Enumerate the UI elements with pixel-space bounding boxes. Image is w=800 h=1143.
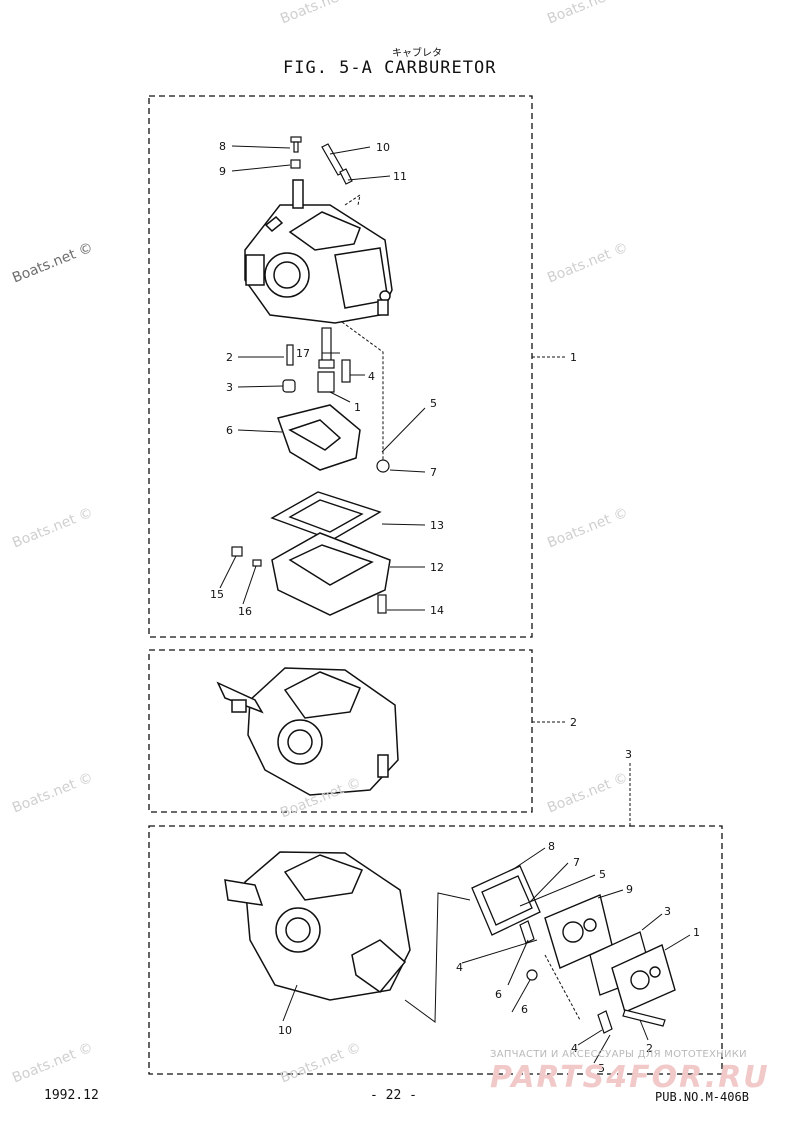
assembly-number-1: 1 <box>570 351 577 364</box>
callout-bottom-7: 7 <box>573 856 580 869</box>
page-title: FIG. 5-A CARBURETOR <box>283 58 497 78</box>
screw-part-15 <box>231 546 262 567</box>
pump-gasket-part-8 <box>471 865 541 936</box>
cover-part-1 <box>611 944 676 1013</box>
callout-top-10: 10 <box>376 141 390 154</box>
callout-top-13: 13 <box>430 519 444 532</box>
float-bowl-part-12 <box>271 532 391 616</box>
callout-top-9: 9 <box>219 165 226 178</box>
screw-part-14 <box>377 594 387 614</box>
screw-part-7 <box>376 459 390 473</box>
callout-top-16: 16 <box>238 605 252 618</box>
assembly-number-2: 2 <box>570 716 577 729</box>
assembly-number-3: 3 <box>625 748 632 761</box>
bolt-part-2 <box>622 1009 666 1027</box>
callout-bottom-3: 3 <box>664 905 671 918</box>
callout-top-4: 4 <box>368 370 375 383</box>
callout-top-1: 1 <box>354 401 361 414</box>
callout-top-7: 7 <box>430 466 437 479</box>
callout-bottom-6a: 6 <box>495 988 502 1001</box>
shop-logo: PARTS4FOR.RU <box>490 1060 770 1095</box>
callout-top-12: 12 <box>430 561 444 574</box>
gasket-part-13 <box>270 491 382 541</box>
callout-bottom-5: 5 <box>599 868 606 881</box>
callout-top-2: 2 <box>226 351 233 364</box>
float-needle-17 <box>317 327 335 393</box>
callout-bottom-4a: 4 <box>456 961 463 974</box>
callout-bottom-2: 2 <box>646 1042 653 1055</box>
footer-date: 1992.12 <box>44 1088 99 1103</box>
callout-bottom-6b: 6 <box>521 1003 528 1016</box>
callout-bottom-4b: 4 <box>571 1042 578 1055</box>
footer-publication-number: PUB.NO.M-406B <box>655 1090 749 1104</box>
float-part-6 <box>277 404 361 471</box>
footer-page-number: - 22 - <box>370 1088 417 1103</box>
callout-bottom-9: 9 <box>626 883 633 896</box>
callout-bottom-5b: 5 <box>598 1062 605 1075</box>
needle-part-10 <box>321 143 353 185</box>
callout-top-15: 15 <box>210 588 224 601</box>
callout-top-5: 5 <box>430 397 437 410</box>
group-box-1 <box>148 95 533 638</box>
callout-top-17: 17 <box>296 347 310 360</box>
carburetor-part-10 <box>224 851 411 1001</box>
carburetor-assembly-2 <box>216 667 399 796</box>
callout-bottom-10: 10 <box>278 1024 292 1037</box>
pump-valve-part-6 <box>519 920 613 1034</box>
callout-bottom-8: 8 <box>548 840 555 853</box>
title-japanese: キャブレタ <box>392 48 442 59</box>
screw-part-8 <box>290 136 302 169</box>
screw-part-2 <box>282 344 296 393</box>
callout-top-6: 6 <box>226 424 233 437</box>
carburetor-body-top <box>244 179 393 324</box>
shop-tagline: ЗАПЧАСТИ И АКСЕССУАРЫ ДЛЯ МОТОТЕХНИКИ <box>490 1049 747 1060</box>
callout-top-14: 14 <box>430 604 444 617</box>
group-box-2 <box>148 649 533 813</box>
callout-top-8: 8 <box>219 140 226 153</box>
callout-top-11: 11 <box>393 170 407 183</box>
callout-top-3: 3 <box>226 381 233 394</box>
callout-bottom-1: 1 <box>693 926 700 939</box>
valve-part-4 <box>341 359 351 383</box>
pump-body-part-9 <box>544 894 613 969</box>
